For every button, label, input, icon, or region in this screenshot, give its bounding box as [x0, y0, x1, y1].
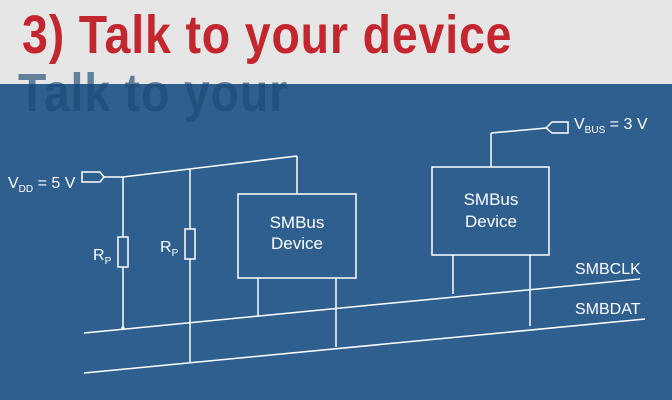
smbdat-label: SMBDAT	[575, 301, 641, 318]
resistor-1	[117, 236, 129, 268]
ghost-headline: Talk to your	[18, 63, 289, 123]
device-1-label-line2: Device	[271, 234, 323, 253]
vdd-rail	[122, 155, 298, 178]
page-title: 3) Talk to your device	[22, 5, 513, 65]
smbdat-bus-line	[83, 318, 646, 374]
smbclk-bus-line	[83, 278, 641, 334]
vdd-connector	[81, 171, 105, 183]
resistor-1-node	[121, 326, 125, 330]
device-2-label-line1: SMBus	[464, 190, 519, 209]
smbclk-label: SMBCLK	[575, 261, 641, 278]
resistor-1-label: RP	[93, 247, 112, 267]
resistor-2	[184, 228, 196, 260]
resistor-2-label: RP	[160, 239, 179, 259]
vbus-label: VBUS = 3 V	[574, 116, 648, 136]
device-2-label-line2: Device	[465, 212, 517, 231]
device-1-box	[237, 193, 357, 279]
vbus-connector	[544, 121, 569, 134]
title-band	[0, 0, 672, 84]
vbus-rail	[490, 127, 547, 134]
device-2-box	[431, 166, 550, 256]
device-1-label-line1: SMBus	[270, 213, 325, 232]
vdd-label: VDD = 5 V	[8, 175, 76, 195]
